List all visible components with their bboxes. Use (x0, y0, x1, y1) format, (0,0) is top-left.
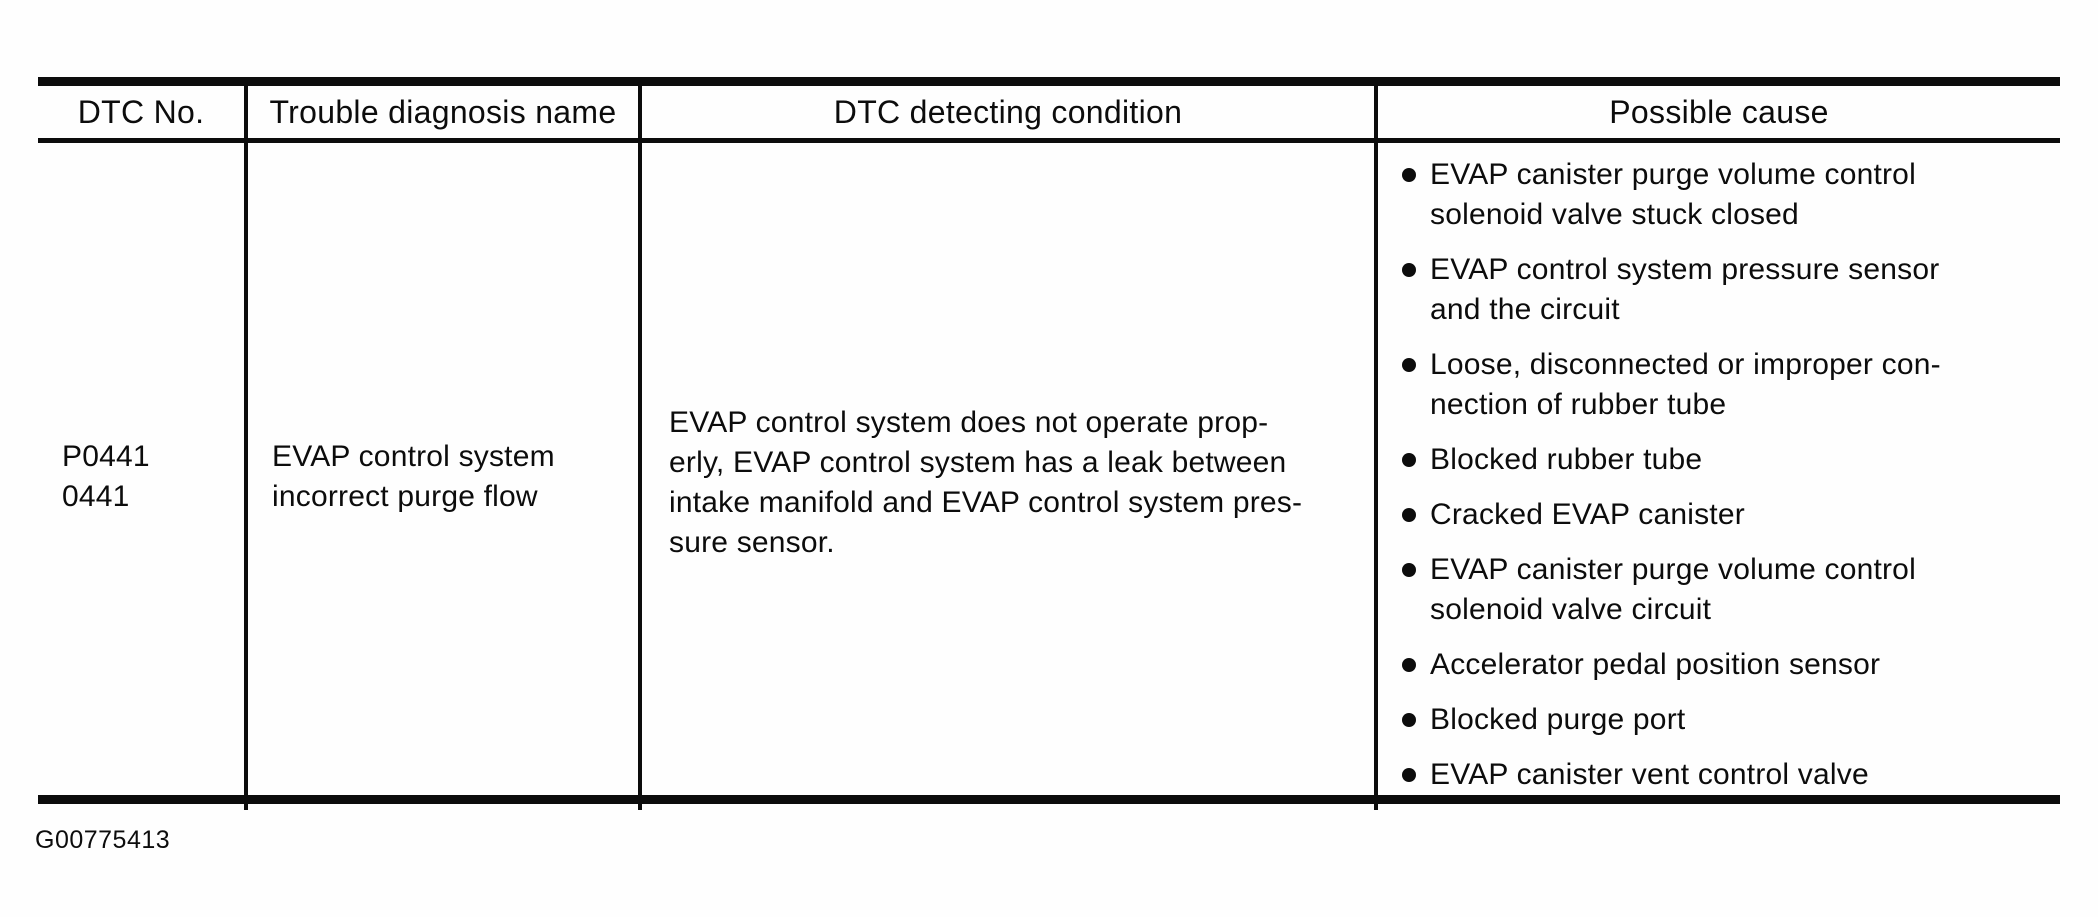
cause-text-line: and the circuit (1430, 293, 1620, 326)
header-cell-possible-cause: Possible cause (1378, 86, 2060, 138)
bullet-icon (1402, 453, 1416, 467)
header-cell-diagnosis-name: Trouble diagnosis name (248, 86, 642, 138)
cause-text-line: EVAP control system pressure sensor (1430, 253, 1940, 286)
cause-item: EVAP canister purge volume control solen… (1402, 155, 2054, 235)
dtc-code-secondary: 0441 (62, 479, 130, 513)
cause-text-line: EVAP canister vent control valve (1430, 758, 1869, 791)
figure-id-label: G00775413 (35, 826, 171, 854)
header-label-detecting-condition: DTC detecting condition (833, 93, 1183, 130)
dtc-table-header-row: DTC No. Trouble diagnosis name DTC detec… (38, 86, 2060, 143)
cause-text-line: Accelerator pedal position sensor (1430, 648, 1881, 681)
cause-item: Blocked purge port (1402, 700, 2054, 740)
bullet-icon (1402, 508, 1416, 522)
cause-text-line: solenoid valve stuck closed (1430, 198, 1799, 231)
cause-item: EVAP canister purge volume control solen… (1402, 550, 2054, 630)
cause-item: EVAP canister vent control valve (1402, 755, 2054, 795)
cause-item: Cracked EVAP canister (1402, 495, 2054, 535)
cause-text-line: EVAP canister purge volume control (1430, 553, 1916, 586)
cause-text-line: Loose, disconnected or improper con- (1430, 348, 1941, 381)
cause-text-line: nection of rubber tube (1430, 388, 1727, 421)
bullet-icon (1402, 658, 1416, 672)
bullet-icon (1402, 263, 1416, 277)
cause-item: Blocked rubber tube (1402, 440, 2054, 480)
cell-diagnosis-name: EVAP control system incorrect purge flow (248, 143, 642, 810)
cause-text-line: EVAP canister purge volume control (1430, 158, 1916, 191)
header-label-dtc-no: DTC No. (77, 93, 205, 130)
bullet-icon (1402, 358, 1416, 372)
diagnosis-name-line: EVAP control system (272, 439, 555, 473)
header-cell-detecting-condition: DTC detecting condition (642, 86, 1378, 138)
cause-text-line: solenoid valve circuit (1430, 593, 1712, 626)
condition-text-line: erly, EVAP control system has a leak bet… (669, 445, 1287, 479)
header-label-possible-cause: Possible cause (1609, 93, 1829, 130)
cause-item: Accelerator pedal position sensor (1402, 645, 2054, 685)
cell-dtc-no: P0441 0441 (38, 143, 248, 810)
cell-possible-causes: EVAP canister purge volume control solen… (1378, 143, 2060, 810)
condition-text-line: EVAP control system does not operate pro… (669, 405, 1269, 439)
cause-text-line: Blocked rubber tube (1430, 443, 1703, 476)
possible-cause-list: EVAP canister purge volume control solen… (1378, 143, 2060, 795)
cause-item: EVAP control system pressure sensor and … (1402, 250, 2054, 330)
header-cell-dtc-no: DTC No. (38, 86, 248, 138)
bullet-icon (1402, 713, 1416, 727)
bullet-icon (1402, 168, 1416, 182)
dtc-code-primary: P0441 (62, 439, 150, 473)
condition-text-line: sure sensor. (669, 525, 835, 559)
cell-detecting-condition: EVAP control system does not operate pro… (642, 143, 1378, 810)
bullet-icon (1402, 768, 1416, 782)
cause-text-line: Blocked purge port (1430, 703, 1686, 736)
cause-text-line: Cracked EVAP canister (1430, 498, 1745, 531)
dtc-table: DTC No. Trouble diagnosis name DTC detec… (38, 77, 2060, 810)
diagnosis-name-line: incorrect purge flow (272, 479, 538, 513)
header-label-diagnosis-name: Trouble diagnosis name (269, 93, 617, 130)
dtc-table-data-row: P0441 0441 EVAP control system incorrect… (38, 143, 2060, 810)
bullet-icon (1402, 563, 1416, 577)
cause-item: Loose, disconnected or improper con- nec… (1402, 345, 2054, 425)
condition-text-line: intake manifold and EVAP control system … (669, 485, 1303, 519)
